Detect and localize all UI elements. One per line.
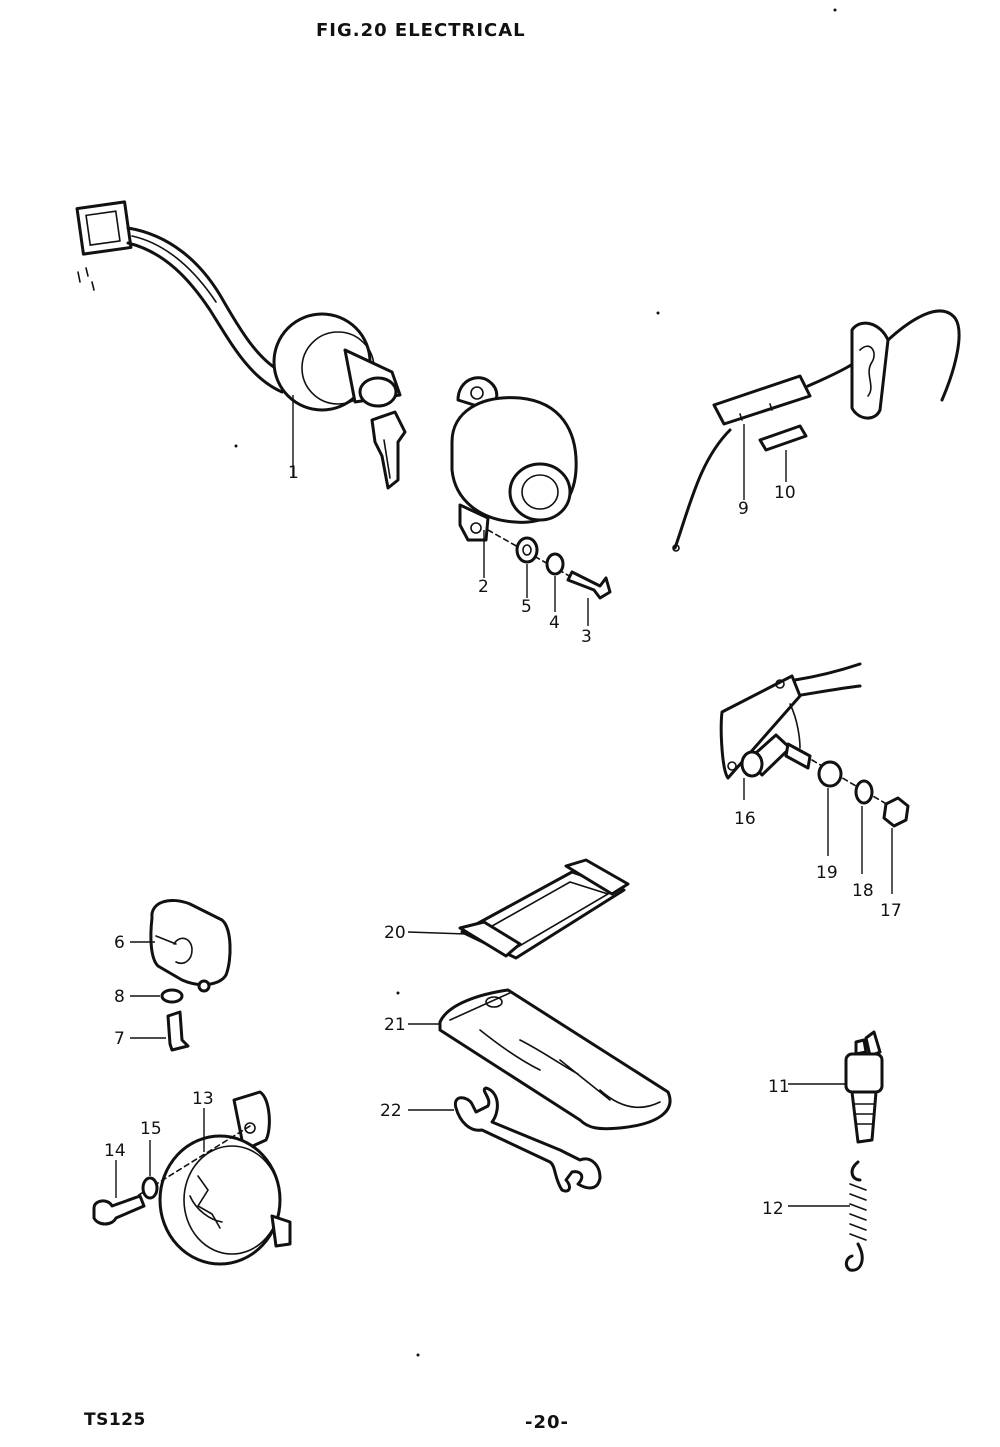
part-number-19: 19 [816,863,838,883]
part-number-8: 8 [114,987,125,1007]
lock-washer-drawing [545,552,565,576]
lock-washer-drawing [854,779,874,805]
part-number-14: 14 [104,1141,126,1161]
part-number-13: 13 [192,1089,214,1109]
battery-band-drawing [458,858,630,960]
fuse-holder-drawing [672,309,961,552]
part-number-4: 4 [549,613,560,633]
page-number: -20- [525,1412,569,1433]
part-number-5: 5 [521,597,532,617]
ignition-switch-drawing [75,200,407,490]
part-number-15: 15 [140,1119,162,1139]
part-number-12: 12 [762,1199,784,1219]
screw-drawing [166,1010,190,1052]
part-number-7: 7 [114,1029,125,1049]
terminal-cap-drawing [149,899,232,993]
lock-washer-drawing [141,1176,159,1200]
part-number-21: 21 [384,1015,406,1035]
print-speck [234,444,238,448]
part-number-2: 2 [478,577,489,597]
print-speck [416,1353,420,1357]
print-speck [396,991,400,995]
terminal-plate-drawing [719,662,862,780]
brake-light-switch-drawing [844,1030,884,1144]
washer-hole [522,544,532,556]
washer-drawing [817,760,843,788]
figure-title: FIG.20 ELECTRICAL [316,20,526,41]
part-number-10: 10 [774,483,796,503]
part-number-17: 17 [880,901,902,921]
horn-drawing [158,1090,292,1266]
part-number-18: 18 [852,881,874,901]
nut-drawing [882,796,910,828]
part-number-16: 16 [734,809,756,829]
part-number-11: 11 [768,1077,790,1097]
print-speck [656,311,660,315]
relay-housing-drawing [450,376,578,542]
fuse-drawing [758,424,808,452]
model-code: TS125 [84,1410,146,1430]
return-spring-drawing [844,1160,867,1272]
tool-bag-drawing [438,988,672,1131]
part-number-20: 20 [384,923,406,943]
wrench-drawing [453,1086,602,1193]
part-number-9: 9 [738,499,749,519]
part-number-6: 6 [114,933,125,953]
part-number-1: 1 [288,463,299,483]
print-speck [833,8,837,12]
part-number-3: 3 [581,627,592,647]
screw-drawing [566,570,612,600]
washer-drawing [515,536,539,564]
washer-drawing [160,988,184,1004]
bolt-drawing [92,1194,146,1226]
part-number-22: 22 [380,1101,402,1121]
assembly-axis-line [487,529,581,583]
